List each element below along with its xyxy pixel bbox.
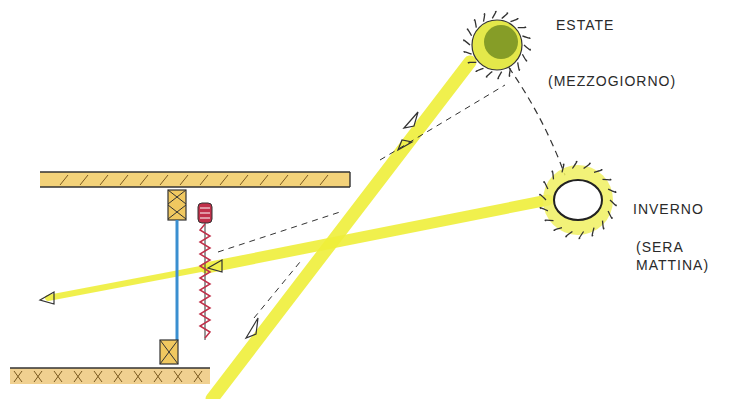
winter-ray-inside: [48, 268, 206, 298]
dashed-guide: [218, 212, 340, 252]
blind-roller-stripes: [200, 208, 210, 218]
sun-disc: [472, 20, 522, 70]
roof-slab: [40, 172, 350, 187]
dashed-guide: [254, 262, 300, 318]
dashed-guide: [380, 85, 505, 160]
window-head: [168, 190, 186, 220]
arrow-head: [208, 260, 222, 272]
time-label: (SERA MATTINA): [636, 238, 722, 274]
window-glass: [176, 220, 179, 340]
summer-ray: [212, 62, 470, 399]
sun-node: INVERNO(SERA MATTINA): [550, 172, 606, 228]
winter-ray: [206, 200, 548, 268]
window-head-cross: [168, 190, 186, 219]
arrow-head: [40, 292, 54, 304]
arrow-head: [404, 112, 418, 128]
blind-slats: [200, 224, 210, 338]
arrow-head: [398, 140, 412, 150]
sun-node: ESTATE(MEZZOGIORNO): [472, 20, 522, 70]
window-sill-cross: [160, 340, 178, 364]
floor-hatch: [14, 371, 202, 382]
sun-rays: [464, 11, 531, 78]
floor-slab: [10, 368, 210, 384]
sun-symbol: [550, 172, 606, 228]
sun-shade: [484, 25, 518, 59]
sun-disc: [554, 180, 602, 220]
roof-hatch: [60, 175, 328, 185]
season-label: ESTATE: [556, 16, 676, 34]
season-label: INVERNO: [633, 200, 742, 218]
floor-line: [10, 367, 210, 368]
sun-symbol: [472, 20, 522, 70]
time-label: (MEZZOGIORNO): [548, 72, 718, 90]
window-sill: [160, 340, 178, 364]
roof-outline: [40, 172, 350, 187]
blind-roller: [198, 203, 212, 223]
arrow-head: [246, 318, 258, 338]
sun-rays: [540, 161, 617, 238]
